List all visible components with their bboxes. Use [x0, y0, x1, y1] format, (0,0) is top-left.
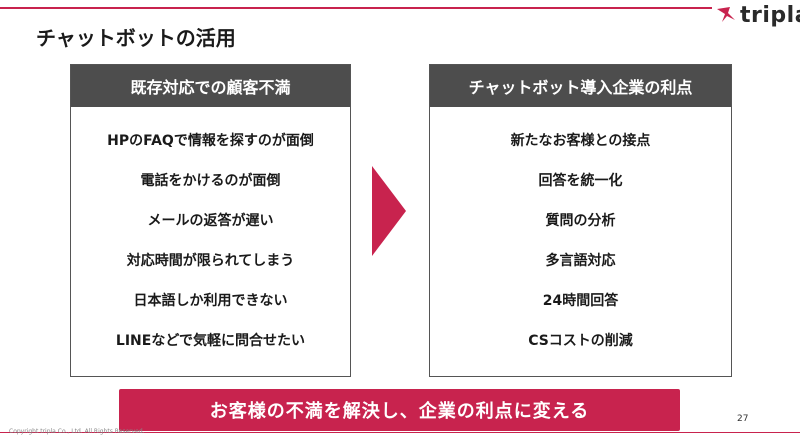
list-item: メールの返答が遅い — [147, 213, 274, 229]
customer-complaints-panel: 既存対応での顧客不満 HPのFAQで情報を探すのが面倒 電話をかけるのが面倒 メ… — [70, 64, 351, 377]
list-item: 日本語しか利用できない — [133, 293, 288, 309]
complaints-list: HPのFAQで情報を探すのが面倒 電話をかけるのが面倒 メールの返答が遅い 対応… — [71, 120, 350, 360]
right-triangle-arrow-icon — [372, 166, 406, 256]
page-number: 27 — [737, 414, 749, 424]
summary-banner: お客様の不満を解決し、企業の利点に変える — [119, 389, 680, 431]
panel-header: 既存対応での顧客不満 — [71, 65, 350, 107]
logo-text: tripla — [740, 2, 800, 28]
list-item: 電話をかけるのが面倒 — [140, 173, 281, 189]
panel-header: チャットボット導入企業の利点 — [430, 65, 731, 107]
top-rule — [0, 7, 712, 9]
benefits-list: 新たなお客様との接点 回答を統一化 質問の分析 多言語対応 24時間回答 CSコ… — [430, 120, 731, 360]
company-benefits-panel: チャットボット導入企業の利点 新たなお客様との接点 回答を統一化 質問の分析 多… — [429, 64, 732, 377]
brand-logo: tripla — [716, 0, 800, 30]
list-item: 新たなお客様との接点 — [510, 133, 651, 149]
list-item: CSコストの削減 — [528, 333, 633, 349]
list-item: 質問の分析 — [545, 213, 616, 229]
page-title: チャットボットの活用 — [36, 26, 236, 50]
list-item: LINEなどで気軽に問合せたい — [115, 333, 306, 349]
copyright-text: Copyright tripla Co., Ltd. All Rights Re… — [9, 428, 145, 435]
list-item: 24時間回答 — [542, 293, 619, 309]
list-item: 回答を統一化 — [538, 173, 623, 189]
list-item: 対応時間が限られてしまう — [126, 253, 295, 269]
tripla-logo-icon — [717, 7, 735, 22]
list-item: HPのFAQで情報を探すのが面倒 — [107, 133, 314, 149]
list-item: 多言語対応 — [545, 253, 616, 269]
bottom-rule — [0, 432, 800, 433]
